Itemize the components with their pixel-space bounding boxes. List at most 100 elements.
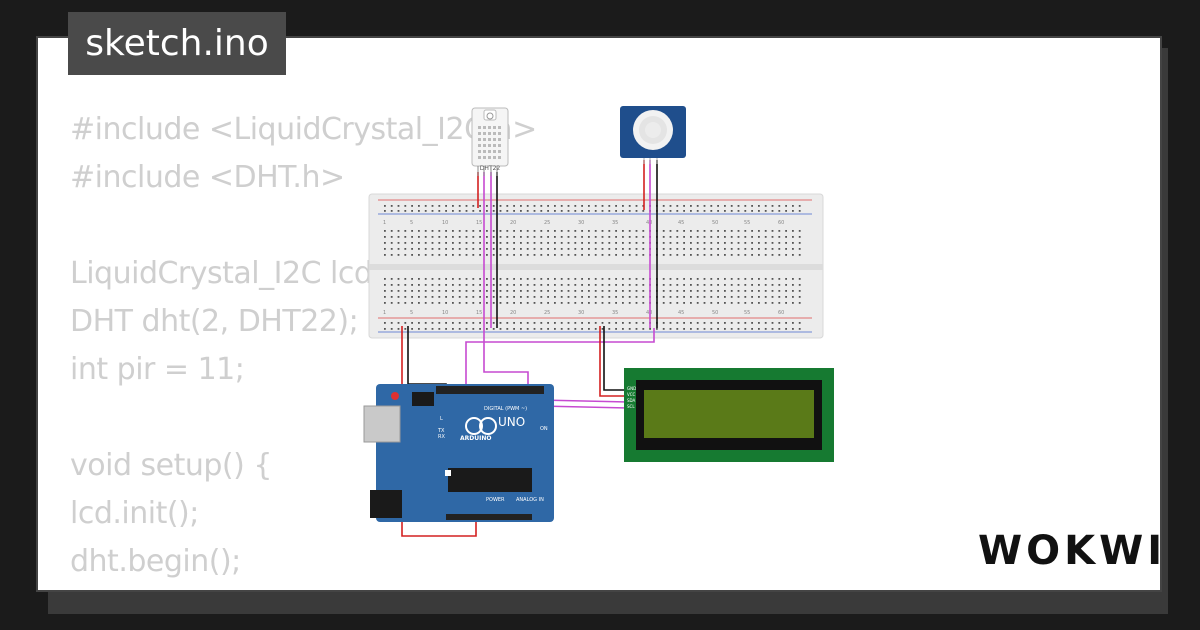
breadboard-hole [554, 328, 556, 330]
breadboard-hole [724, 328, 726, 330]
svg-text:25: 25 [544, 220, 550, 226]
breadboard-hole [635, 236, 638, 238]
breadboard-hole [547, 290, 549, 292]
breadboard-hole [506, 254, 509, 256]
breadboard-hole [547, 328, 549, 330]
breadboard-hole [730, 230, 733, 232]
breadboard-hole [472, 210, 475, 212]
breadboard-hole [520, 254, 522, 256]
breadboard-hole [690, 278, 692, 280]
breadboard-hole [506, 205, 509, 207]
breadboard-hole [662, 236, 665, 238]
breadboard-hole [520, 236, 522, 238]
breadboard-hole [785, 278, 787, 280]
dht-grille [488, 150, 491, 153]
breadboard-hole [411, 248, 413, 250]
breadboard-hole [724, 236, 726, 238]
dht-grille [478, 132, 481, 135]
breadboard-hole [513, 248, 515, 250]
breadboard-hole [526, 322, 529, 324]
svg-text:40: 40 [646, 220, 652, 226]
breadboard-hole [683, 210, 685, 212]
breadboard-hole [635, 248, 638, 250]
breadboard-hole [445, 236, 447, 238]
breadboard-hole [526, 210, 529, 212]
breadboard-hole [567, 328, 570, 330]
breadboard-hole [785, 205, 787, 207]
breadboard-hole [662, 248, 665, 250]
breadboard-hole [737, 236, 740, 238]
breadboard-hole [662, 278, 665, 280]
breadboard-hole [445, 296, 447, 298]
breadboard-hole [418, 210, 420, 212]
breadboard-hole [642, 290, 645, 292]
svg-text:1: 1 [383, 310, 386, 316]
breadboard-hole [574, 236, 577, 238]
breadboard-hole [465, 230, 468, 232]
breadboard-hole [683, 230, 685, 232]
breadboard-hole [554, 296, 556, 298]
breadboard-hole [384, 254, 386, 256]
breadboard-hole [642, 322, 645, 324]
breadboard-hole [411, 284, 413, 286]
breadboard-hole [424, 205, 427, 207]
breadboard-hole [424, 254, 427, 256]
breadboard-hole [669, 210, 672, 212]
breadboard-hole [486, 210, 488, 212]
breadboard-hole [744, 290, 747, 292]
breadboard-hole [452, 205, 454, 207]
breadboard-hole [404, 254, 407, 256]
breadboard-hole [662, 322, 665, 324]
breadboard-hole [404, 322, 407, 324]
breadboard-hole [492, 210, 495, 212]
breadboard-hole [690, 236, 692, 238]
breadboard-hole [696, 248, 699, 250]
breadboard-hole [492, 328, 495, 330]
dht-grille [483, 132, 486, 135]
breadboard-hole [438, 236, 441, 238]
breadboard-hole [431, 254, 434, 256]
breadboard-hole [554, 254, 556, 256]
breadboard-hole [764, 254, 767, 256]
dht-grille [483, 150, 486, 153]
breadboard-hole [390, 322, 393, 324]
breadboard-hole [581, 322, 583, 324]
breadboard-hole [384, 302, 386, 304]
breadboard-hole [642, 302, 645, 304]
breadboard-hole [696, 302, 699, 304]
breadboard-hole [798, 210, 801, 212]
breadboard-hole [458, 278, 461, 280]
breadboard-hole [513, 302, 515, 304]
breadboard-hole [615, 210, 617, 212]
breadboard-hole [465, 278, 468, 280]
breadboard-hole [608, 236, 611, 238]
breadboard-hole [588, 242, 590, 244]
breadboard-hole [567, 302, 570, 304]
breadboard-hole [635, 242, 638, 244]
breadboard-hole [628, 210, 631, 212]
breadboard-hole [458, 254, 461, 256]
breadboard-hole [669, 205, 672, 207]
breadboard-hole [547, 248, 549, 250]
file-name-tab[interactable]: sketch.ino [68, 12, 286, 75]
dht-grille [498, 132, 501, 135]
breadboard-hole [696, 254, 699, 256]
breadboard-hole [438, 284, 441, 286]
breadboard-hole [601, 205, 604, 207]
breadboard-hole [465, 296, 468, 298]
svg-text:50: 50 [712, 220, 718, 226]
breadboard-hole [533, 242, 536, 244]
breadboard-hole [486, 290, 488, 292]
breadboard-hole [533, 284, 536, 286]
breadboard-hole [622, 284, 624, 286]
breadboard-hole [703, 278, 706, 280]
breadboard-hole [608, 230, 611, 232]
breadboard-hole [547, 284, 549, 286]
breadboard-hole [751, 248, 753, 250]
breadboard-hole [703, 328, 706, 330]
breadboard-hole [669, 284, 672, 286]
breadboard-hole [594, 248, 597, 250]
breadboard-hole [710, 230, 713, 232]
breadboard-hole [533, 296, 536, 298]
breadboard-hole [438, 322, 441, 324]
